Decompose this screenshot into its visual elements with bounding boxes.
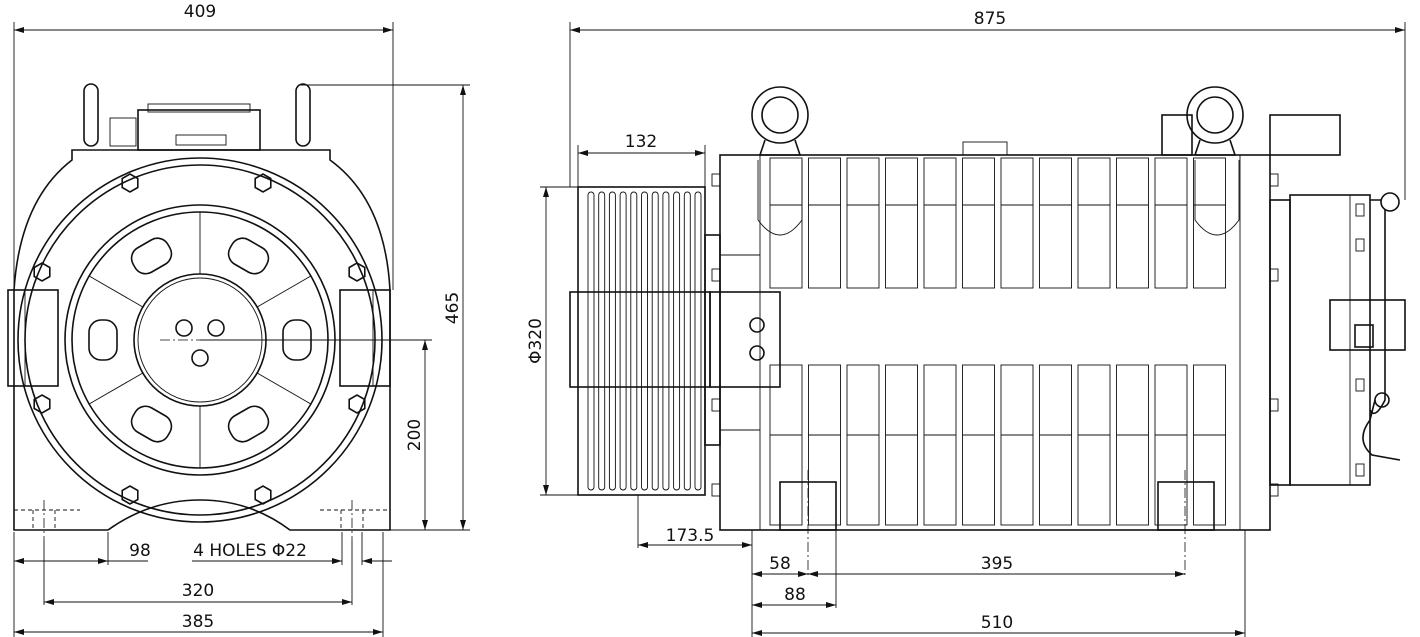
dim-base-length: 510 xyxy=(981,613,1013,633)
dim-side-hole-spacing: 395 xyxy=(981,554,1013,574)
dim-overall-height: 465 xyxy=(443,292,463,324)
bolt-icon xyxy=(1355,238,1365,252)
spoke xyxy=(88,372,144,405)
hex-bolt-icon xyxy=(348,262,366,282)
wheel-window xyxy=(227,405,270,443)
groove xyxy=(641,191,648,491)
bolt-heads xyxy=(33,173,366,505)
dim-overall-length: 875 xyxy=(974,9,1006,29)
bolt-icon xyxy=(1269,173,1279,187)
dim-foot-offset: 98 xyxy=(129,541,151,561)
sheave-grooves xyxy=(577,186,706,496)
fin xyxy=(885,364,918,526)
fin xyxy=(846,364,880,526)
dim-sheave-offset: 173.5 xyxy=(666,526,715,546)
bolt-icon xyxy=(1355,378,1365,392)
bolt-icon xyxy=(711,268,721,282)
fin xyxy=(1193,157,1226,289)
side-view xyxy=(569,22,1406,577)
fin xyxy=(808,364,841,526)
fin xyxy=(769,364,803,526)
dim-base-width: 385 xyxy=(182,612,214,632)
dim-overall-width: 409 xyxy=(184,2,216,22)
spoke xyxy=(256,372,312,405)
bolt-icon xyxy=(1269,398,1279,412)
fin xyxy=(1154,364,1188,526)
fin xyxy=(1039,364,1072,526)
bolt-icon xyxy=(1355,203,1365,217)
groove xyxy=(662,191,670,491)
spoke xyxy=(256,275,312,308)
fin xyxy=(1193,364,1226,526)
hex-bolt-icon xyxy=(348,394,366,414)
hex-bolt-icon xyxy=(33,394,51,414)
wheel-window xyxy=(130,405,173,443)
groove xyxy=(630,191,638,491)
dim-sheave-diameter: Φ320 xyxy=(526,318,546,364)
bolt-icon xyxy=(1269,268,1279,282)
bolt-icon xyxy=(1355,463,1365,477)
bolt-icon xyxy=(711,483,721,497)
dim-sheave-width: 132 xyxy=(625,132,657,152)
fin xyxy=(846,157,880,289)
fin xyxy=(962,364,995,526)
dim-holes-note: 4 HOLES Φ22 xyxy=(193,541,307,561)
groove xyxy=(683,191,691,491)
hex-bolt-icon xyxy=(121,173,139,193)
groove xyxy=(619,191,627,491)
fin xyxy=(808,157,841,289)
groove xyxy=(673,191,681,491)
spoke xyxy=(88,275,144,308)
groove xyxy=(651,191,659,491)
fin xyxy=(885,157,918,289)
groove xyxy=(598,191,606,491)
bolt-icon xyxy=(711,173,721,187)
hex-bolt-icon xyxy=(254,173,272,193)
bolt-icon xyxy=(711,398,721,412)
bolt-icon xyxy=(1269,483,1279,497)
side-view-dimensions: 875 132 Φ320 173.5 58 395 88 510 xyxy=(526,9,1405,637)
fin xyxy=(1154,157,1188,289)
fin xyxy=(923,157,957,289)
dim-foot-length: 88 xyxy=(784,585,806,605)
hex-bolt-icon xyxy=(254,485,272,505)
dim-shaft-height: 200 xyxy=(405,419,425,451)
front-view xyxy=(7,22,470,540)
fin xyxy=(769,157,803,289)
wheel-spokes xyxy=(88,212,312,468)
groove xyxy=(608,191,616,491)
groove xyxy=(694,191,702,491)
fin xyxy=(1077,364,1111,526)
groove xyxy=(587,191,595,491)
hex-bolt-icon xyxy=(33,262,51,282)
hex-bolt-icon xyxy=(121,485,139,505)
dim-foot-hole-offset: 58 xyxy=(769,554,791,574)
wheel-window xyxy=(88,319,118,361)
fin xyxy=(1000,157,1034,289)
dim-hole-spacing: 320 xyxy=(182,581,214,601)
wheel-window xyxy=(227,237,270,275)
front-view-dimensions: 409 465 200 98 4 HOLES Φ22 320 385 xyxy=(13,2,466,637)
wheel-window xyxy=(130,237,173,275)
cooling-fins xyxy=(711,157,1365,526)
fin xyxy=(923,364,957,526)
fin xyxy=(1116,157,1149,289)
fin xyxy=(1000,364,1034,526)
fin xyxy=(1039,157,1072,289)
fin xyxy=(1116,364,1149,526)
fin xyxy=(962,157,995,289)
fin xyxy=(1077,157,1111,289)
